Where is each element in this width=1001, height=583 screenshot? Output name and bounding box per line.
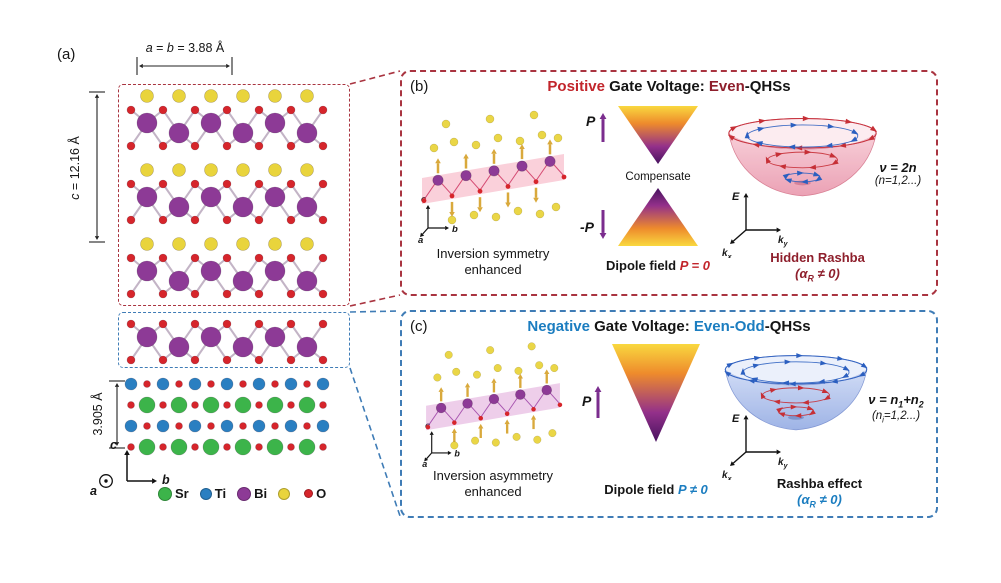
o-atom-swatch (304, 489, 314, 498)
title-even-odd: Even-Odd (693, 318, 765, 335)
sr-atom-swatch (158, 486, 172, 501)
ky-label-b: k (778, 235, 784, 246)
momentum-axes-c: E ky kx (722, 413, 789, 480)
panel-c (400, 310, 938, 518)
rashba-title-c: Rashba effect (776, 476, 863, 491)
dipole-cone-bottom (618, 188, 698, 246)
svg-text:kx: kx (722, 470, 733, 480)
slab-b-axis-a: a (418, 235, 423, 244)
rashba-alpha-c: (αR ≠ 0) (797, 492, 842, 510)
filling-factor-b: ν = 2n (n=1,2...) (874, 160, 922, 187)
slab-c-axis-b: b (454, 449, 460, 459)
p-label: P (586, 113, 596, 129)
rashba-alpha-b: (αR ≠ 0) (795, 266, 840, 284)
rashba-caption-b: Hidden Rashba (αR ≠ 0) (740, 250, 895, 285)
panel-b-label: (b) (410, 78, 429, 95)
kx-label-b: k (722, 248, 728, 258)
panel-a-label: (a) (57, 46, 76, 63)
lattice-spacing: 3.905 Å (91, 392, 105, 436)
dipole-caption-b: Dipole field P = 0 (606, 258, 710, 273)
title-even: Even (708, 78, 745, 95)
legend-item-o: O (304, 486, 326, 501)
band-surface (728, 132, 877, 197)
e-axis-label-c: E (732, 413, 740, 425)
svg-text:ky: ky (778, 457, 789, 470)
lattice-constant-ab: a = b = 3.88 Å (145, 41, 225, 55)
atom-legend: Sr Ti Bi O (158, 486, 326, 501)
momentum-axes-b: E ky kx (722, 191, 789, 258)
legend-item-se (278, 487, 293, 500)
kx-label-c: k (722, 470, 728, 480)
rashba-caption-c: Rashba effect (αR ≠ 0) (742, 476, 897, 511)
panel-b-title: Positive Gate Voltage: Even-QHSs (547, 78, 791, 95)
panel-b (400, 70, 938, 296)
ky-label-c: k (778, 457, 784, 468)
axis-a-label: a (90, 484, 97, 498)
band-structure-b (727, 115, 878, 197)
title-positive: Positive (547, 78, 605, 95)
e-axis-label-b: E (732, 191, 740, 203)
interface-layer-highlight-blue (118, 312, 350, 368)
legend-label-o: O (316, 486, 327, 501)
lattice-b-symbol: b (166, 41, 174, 55)
dipole-value-b: P = 0 (679, 258, 710, 273)
unit-cell-highlight-red (118, 84, 350, 306)
legend-item-bi: Bi (237, 486, 267, 501)
bi-atom-swatch (237, 486, 252, 501)
axis-b-label: b (162, 473, 170, 487)
axis-c-label: c (110, 438, 117, 452)
svg-text:ky: ky (778, 235, 789, 248)
svg-text:kx: kx (722, 248, 733, 258)
legend-label-sr: Sr (175, 486, 189, 501)
minus-p-label: -P (580, 219, 595, 235)
title-negative: Negative (527, 318, 590, 335)
dipole-cone-c (612, 344, 700, 442)
panel-c-label: (c) (410, 318, 428, 335)
dipole-diagram-c: P (582, 344, 700, 442)
dipole-diagram-b: Compensate P -P (580, 106, 698, 246)
legend-item-sr: Sr (158, 486, 189, 501)
lattice-a-symbol: a (145, 41, 153, 55)
panel-c-title: Negative Gate Voltage: Even-Odd-QHSs (527, 318, 811, 335)
slab-b-axis-b: b (452, 224, 458, 235)
dipole-cone-top (618, 106, 698, 164)
slab-c-axis-a: a (422, 459, 427, 468)
filling-factor-c: ν = n1+n2 (ni=1,2...) (868, 392, 924, 424)
se-atom-swatch (278, 487, 291, 500)
compensate-label: Compensate (625, 171, 690, 183)
rashba-title-b: Hidden Rashba (770, 250, 865, 265)
crystal-structure (124, 89, 330, 456)
p-label-c: P (582, 393, 592, 409)
dipole-caption-c: Dipole field P ≠ 0 (604, 482, 708, 497)
slab-b-caption: Inversion symmetry enhanced (436, 246, 550, 278)
lattice-constant-c: c = 12.16 Å (68, 136, 82, 200)
legend-label-bi: Bi (254, 486, 268, 501)
dipole-value-c: P ≠ 0 (677, 482, 708, 497)
band-surface-c (724, 368, 868, 431)
legend-label-ti: Ti (214, 486, 227, 501)
legend-item-ti: Ti (199, 486, 227, 501)
ti-atom-swatch (199, 487, 212, 500)
slab-c-caption: Inversion asymmetry enhanced (433, 468, 553, 500)
band-structure-c (724, 353, 868, 431)
crystal-slab-c: c b a (422, 342, 563, 468)
crystal-slab-b: c b a (418, 110, 567, 244)
